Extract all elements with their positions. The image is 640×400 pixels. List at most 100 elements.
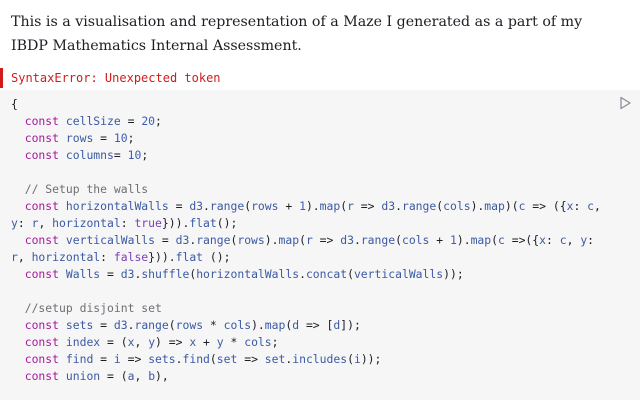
code-token-plain (11, 182, 25, 196)
code-token-comment: // Setup the walls (24, 182, 149, 196)
code-token-def: index (65, 335, 101, 349)
code-token-def: range (134, 318, 169, 332)
code-token-def: range (209, 199, 245, 213)
code-token-atom: true (134, 216, 162, 230)
code-token-def: x (189, 335, 197, 349)
code-token-plain: . (353, 233, 361, 247)
code-token-plain: = (113, 148, 128, 162)
code-token-def: rows (237, 233, 265, 247)
code-cell-editor[interactable]: { const cellSize = 20; const rows = 10; … (0, 90, 640, 400)
code-token-def: x (566, 199, 574, 213)
code-token-def: map (278, 233, 300, 247)
code-token-def: horizontalWalls (196, 267, 300, 281)
code-token-plain: ( (340, 199, 348, 213)
code-token-plain: , (566, 233, 581, 247)
code-token-plain (11, 318, 25, 332)
code-token-def: a (127, 369, 135, 383)
code-token-plain (59, 233, 66, 247)
code-token-plain (59, 369, 66, 383)
code-line (11, 283, 611, 300)
code-token-plain: ). (470, 199, 485, 213)
code-token-plain: ; (127, 131, 135, 145)
code-token-plain: ( (230, 233, 238, 247)
code-token-plain: ). (251, 318, 265, 332)
code-token-def: range (196, 233, 231, 247)
code-token-def: map (264, 318, 286, 332)
code-token-def: horizontalWalls (65, 199, 169, 213)
code-token-def: Walls (65, 267, 101, 281)
code-token-plain: ( (491, 233, 498, 247)
code-token-plain: : (546, 233, 560, 247)
code-line: const columns= 10; (11, 147, 611, 164)
code-token-plain: ( (244, 199, 252, 213)
code-line: const rows = 10; (11, 130, 611, 147)
code-line: const horizontalWalls = d3.range(rows + … (11, 198, 611, 232)
code-token-def: verticalWalls (65, 233, 156, 247)
code-token-plain (59, 267, 66, 281)
code-token-def: map (484, 199, 505, 213)
code-line: const sets = d3.range(rows * cols).map(d… (11, 317, 611, 334)
code-token-def: rows (65, 131, 94, 145)
code-line: { (11, 96, 611, 113)
code-token-def: c (559, 233, 567, 247)
code-token-def: b (148, 369, 156, 383)
code-line (11, 164, 611, 181)
code-token-plain: ( (285, 318, 293, 332)
code-token-plain: ). (264, 233, 279, 247)
code-token-def: d3 (120, 267, 135, 281)
code-token-plain: . (203, 199, 210, 213)
code-token-keyword: const (24, 318, 60, 332)
code-token-plain: = ( (100, 335, 128, 349)
code-token-plain: ( (436, 199, 444, 213)
code-lines[interactable]: { const cellSize = 20; const rows = 10; … (11, 96, 611, 385)
code-token-plain: = (93, 318, 114, 332)
code-token-plain: = (93, 131, 114, 145)
code-token-plain: ( (395, 233, 402, 247)
code-token-plain (11, 369, 25, 383)
error-indicator-bar (0, 68, 3, 88)
code-token-plain: ). (456, 233, 471, 247)
code-token-def: columns (65, 148, 114, 162)
code-token-def: i (353, 352, 361, 366)
code-token-keyword: const (24, 148, 60, 162)
code-token-def: c (518, 199, 526, 213)
code-token-plain: })). (148, 250, 176, 264)
play-icon[interactable] (618, 96, 632, 110)
code-token-plain: . (285, 352, 293, 366)
code-token-plain: = (100, 267, 121, 281)
code-token-def: c (587, 199, 595, 213)
code-token-def: sets (148, 352, 176, 366)
code-token-plain: * (223, 335, 245, 349)
code-token-plain: ; (141, 148, 149, 162)
code-token-keyword: const (24, 114, 60, 128)
code-token-keyword: const (24, 233, 60, 247)
notebook-intro-text: This is a visualisation and representati… (11, 14, 583, 54)
code-token-def: range (360, 233, 396, 247)
code-token-plain: (); (203, 250, 231, 264)
code-line: // Setup the walls (11, 181, 611, 198)
code-token-plain (11, 267, 25, 281)
code-token-plain: : (17, 216, 32, 230)
code-line: const Walls = d3.shuffle(horizontalWalls… (11, 266, 611, 283)
syntax-error-message: SyntaxError: Unexpected token (11, 71, 221, 85)
code-token-plain: => (312, 233, 341, 247)
code-token-plain: )); (443, 267, 464, 281)
code-token-def: r (347, 199, 354, 213)
code-token-plain: : (120, 216, 135, 230)
code-token-plain: ) => (155, 335, 190, 349)
code-token-def: d3 (189, 199, 204, 213)
code-token-number: 10 (127, 148, 142, 162)
code-token-def: cols (401, 233, 430, 247)
code-token-plain (11, 335, 25, 349)
code-token-def: range (401, 199, 437, 213)
code-token-plain: ; (271, 335, 279, 349)
code-token-plain: + (196, 335, 217, 349)
code-token-def: d3 (175, 233, 190, 247)
code-token-def: cols (223, 318, 252, 332)
code-token-plain: . (175, 352, 183, 366)
code-token-plain: ; (155, 114, 162, 128)
code-line: //setup disjoint set (11, 300, 611, 317)
code-token-plain (59, 114, 66, 128)
code-token-comment: //setup disjoint set (24, 301, 162, 315)
code-token-plain: : (587, 233, 601, 247)
